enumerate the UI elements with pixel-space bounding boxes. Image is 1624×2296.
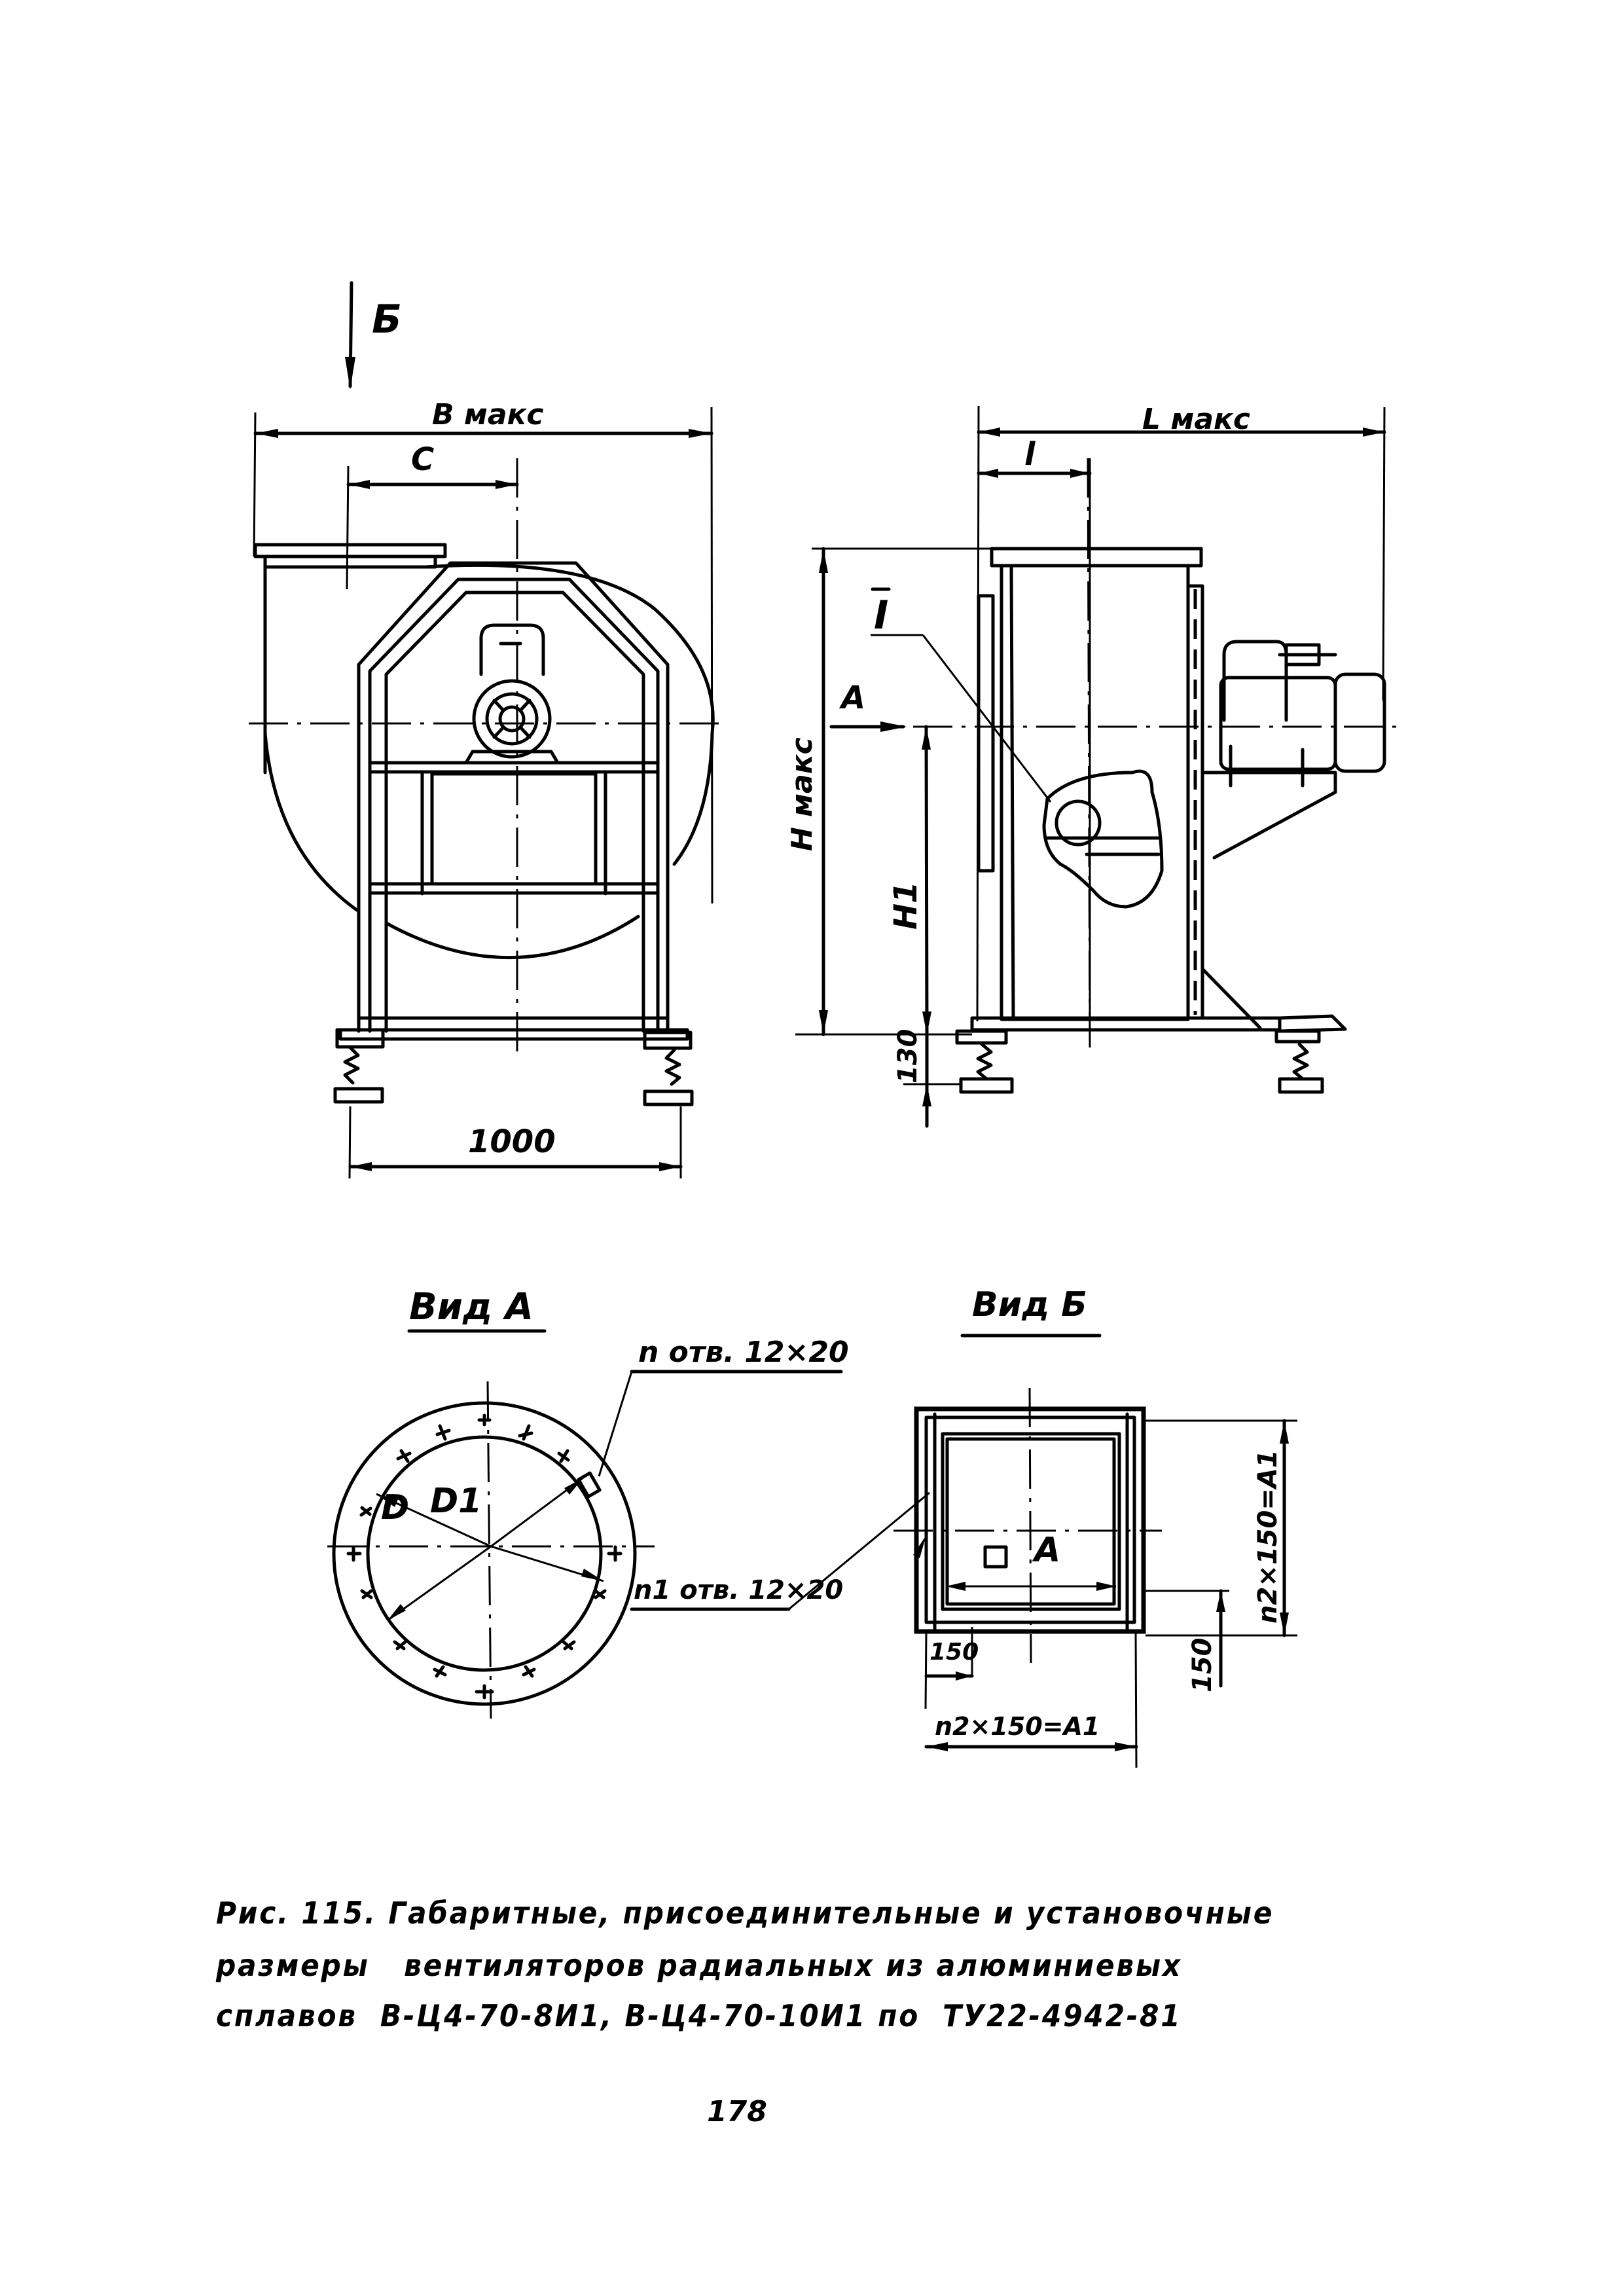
dim-150-horizontal: 150 [929,1639,979,1666]
page-number: 178 [707,2095,767,2128]
dim-150-vertical: 150 [1187,1638,1218,1693]
dim-1000: 1000 [468,1123,556,1160]
dim-b-max: B макс [432,398,543,431]
dim-l-max: L макс [1142,403,1250,436]
dim-n2-vertical: n2×150=A1 [1253,1449,1283,1624]
view-b-title: Вид Б [972,1285,1087,1324]
view-a: Вид А [327,1286,930,1719]
side-view: L макс l I [785,403,1404,1128]
front-view: Б B макс C [249,281,720,1179]
label-d: D [381,1488,409,1527]
dim-n2-horizontal: n2×150=A1 [935,1712,1100,1741]
holes-note-n1: n1 отв. 12×20 [634,1575,843,1605]
label-d1: D1 [430,1482,482,1521]
caption-line-2: размеры вентиляторов радиальных из алюми… [216,1948,1182,1983]
view-a-arrow-label: A [839,680,865,716]
dim-h-max: H макс [785,737,819,851]
view-b-arrow-label: Б [372,297,402,342]
view-a-title: Вид А [409,1286,533,1328]
dim-h1: H1 [888,881,924,930]
dim-130: 130 [893,1029,923,1084]
holes-note: n отв. 12×20 [638,1336,849,1369]
dim-c: C [411,441,434,478]
caption-line-3: сплавов В-Ц4-70-8И1, В-Ц4-70-10И1 по ТУ2… [216,1998,1182,2033]
caption-line-1: Рис. 115. Габаритные, присоединительные … [216,1895,1274,1931]
view-b: Вид Б A n2×150=A1 150 [893,1285,1297,1768]
label-a: A [1032,1531,1060,1570]
dim-l: l [1024,436,1036,473]
detail-callout-I: I [874,592,888,638]
